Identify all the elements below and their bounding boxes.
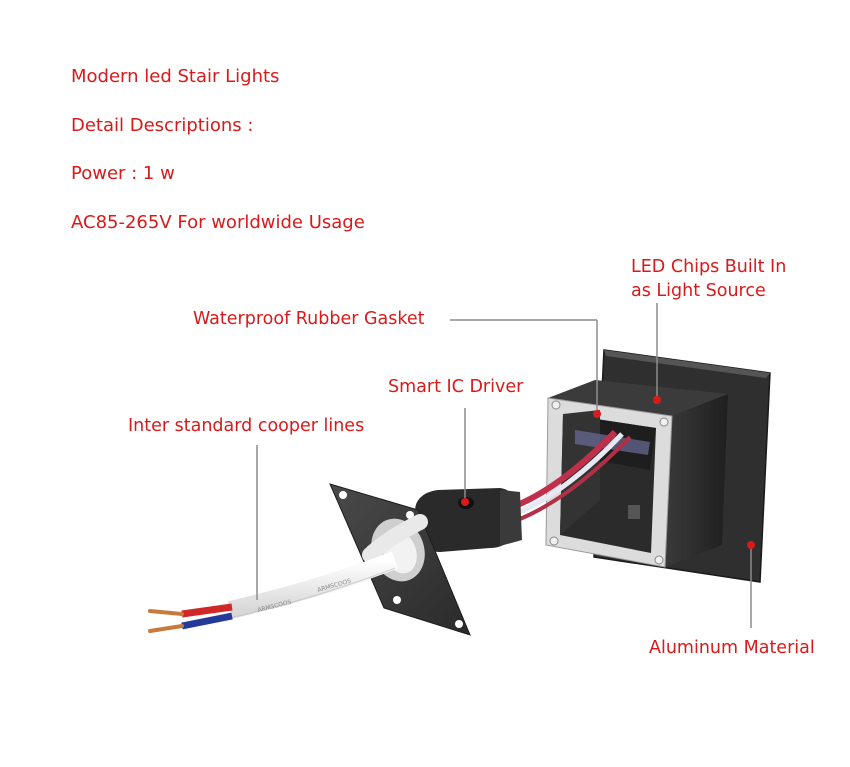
product-title: Modern led Stair Lights <box>71 66 280 87</box>
material-dot <box>747 541 755 549</box>
callout-driver: Smart IC Driver <box>388 377 524 397</box>
callout-gasket: Waterproof Rubber Gasket <box>193 309 425 329</box>
gasket-dot <box>593 410 601 418</box>
housing-box <box>545 380 728 568</box>
callout-cables: Inter standard cooper lines <box>128 416 365 436</box>
callout-led-chips-line1: LED Chips Built In <box>631 257 787 277</box>
voltage-spec: AC85-265V For worldwide Usage <box>71 212 365 233</box>
callout-leader-lines <box>256 303 752 628</box>
power-spec: Power : 1 w <box>71 163 175 184</box>
driver-dot <box>461 498 469 506</box>
led-chips-dot <box>653 396 661 404</box>
internal-wires <box>508 429 632 521</box>
power-cable: ARMSCOOS ARMSCOOS <box>148 514 428 633</box>
callout-led-chips-line2: as Light Source <box>631 281 766 301</box>
callout-material: Aluminum Material <box>649 638 815 658</box>
callout-dots <box>461 396 755 549</box>
detail-descriptions-heading: Detail Descriptions : <box>71 115 254 136</box>
